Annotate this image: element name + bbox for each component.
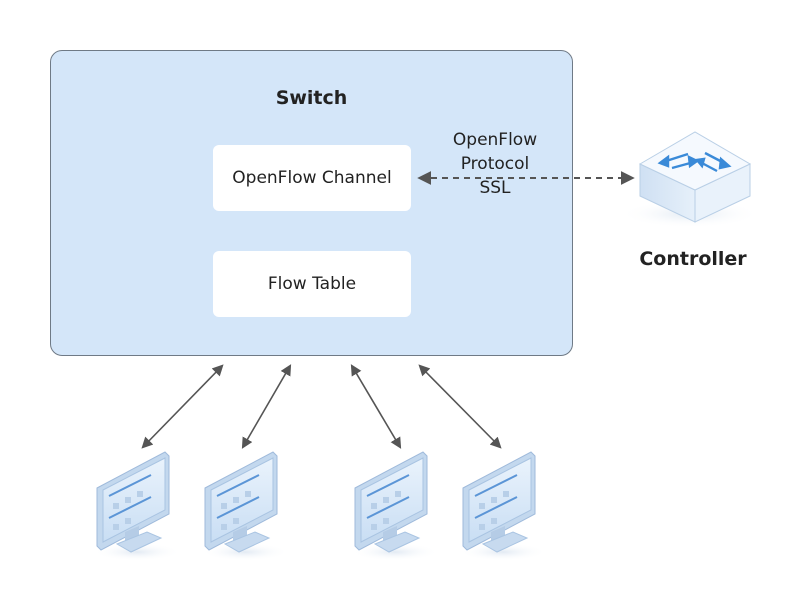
controller-label: Controller bbox=[639, 248, 747, 270]
protocol-line: Protocol bbox=[460, 154, 530, 174]
host-link-arrow bbox=[418, 364, 502, 449]
host-monitor-icon bbox=[459, 451, 547, 561]
protocol-label: OpenFlow Protocol SSL bbox=[440, 128, 550, 200]
host-monitor-icon bbox=[351, 451, 439, 561]
switch-title: Switch bbox=[275, 87, 348, 109]
host-link-arrow bbox=[141, 364, 224, 449]
host-monitor-icon bbox=[201, 451, 289, 561]
openflow-channel-label: OpenFlow Channel bbox=[232, 168, 392, 188]
host-link-arrow bbox=[241, 364, 292, 449]
controller-switch-icon bbox=[620, 131, 760, 228]
switch-container: Switch OpenFlow Channel Flow Table bbox=[50, 50, 573, 356]
openflow-channel-box: OpenFlow Channel bbox=[213, 145, 411, 211]
protocol-line: OpenFlow bbox=[452, 130, 538, 150]
flow-table-box: Flow Table bbox=[213, 251, 411, 317]
flow-table-label: Flow Table bbox=[267, 274, 357, 294]
host-monitor-icon bbox=[93, 451, 181, 561]
host-link-arrow bbox=[350, 364, 402, 449]
